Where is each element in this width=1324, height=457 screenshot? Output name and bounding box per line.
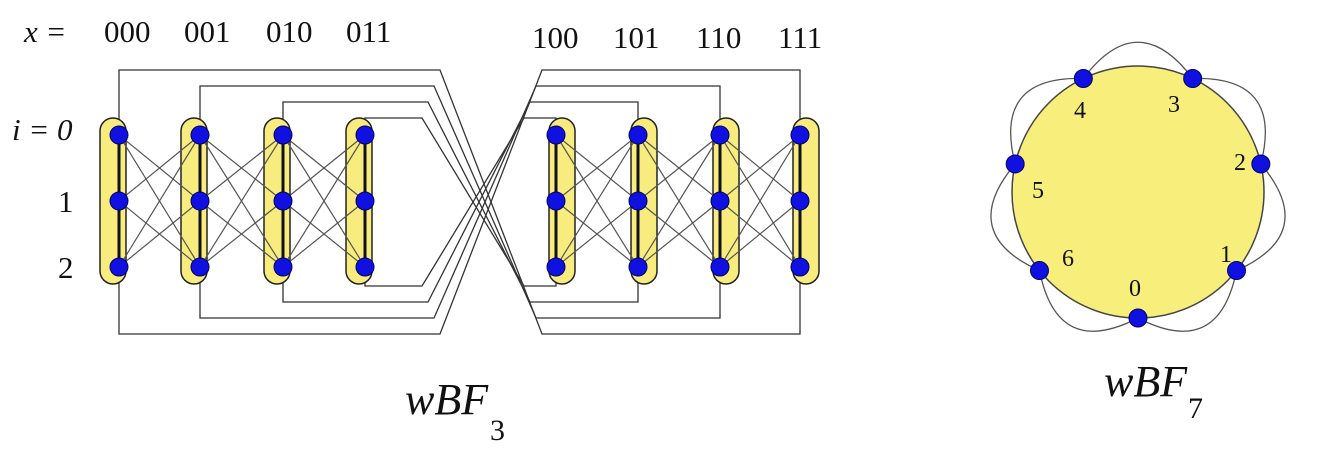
wrap-edge-lower-001 <box>199 85 721 319</box>
node-100-row-1 <box>546 191 566 211</box>
node-101-row-0 <box>628 125 648 145</box>
cross-edge-101-110-21 <box>637 200 721 268</box>
ring-arc-0-1 <box>1137 270 1238 332</box>
column-label-001: 001 <box>184 14 231 49</box>
wrap-edge-upper-011 <box>364 117 557 287</box>
cross-edge-001-010-20 <box>199 134 284 268</box>
butterfly-title-subscript: 3 <box>490 414 505 447</box>
cross-edge-000-001-10 <box>118 134 201 202</box>
ring-label-5: 5 <box>1032 178 1044 204</box>
ring-label-2: 2 <box>1234 150 1246 176</box>
ring-node-5 <box>1005 154 1025 174</box>
node-111-row-0 <box>790 125 810 145</box>
node-110-row-1 <box>710 191 730 211</box>
cross-edges <box>118 134 801 268</box>
cross-edge-110-111-10 <box>719 134 801 202</box>
ring-label-4: 4 <box>1074 98 1086 124</box>
column-label-110: 110 <box>696 20 741 55</box>
node-001-row-2 <box>190 257 210 277</box>
wrapped-butterfly-diagram: x = i = 0 1 2 000 001 010 011 100 101 11… <box>12 14 822 447</box>
row-label-2: 2 <box>58 250 74 285</box>
cross-edge-010-011-21 <box>282 200 366 268</box>
node-100-row-0 <box>546 125 566 145</box>
cross-edge-010-011-20 <box>282 134 366 268</box>
ring-arc-2-3 <box>1192 77 1266 165</box>
ring-label-1: 1 <box>1220 242 1232 268</box>
ring-arc-4-5 <box>1010 77 1084 165</box>
column-label-000: 000 <box>104 14 151 49</box>
butterfly-title: wBF <box>405 375 489 424</box>
ring-node-4 <box>1073 68 1093 88</box>
ring-arc-3-4 <box>1082 41 1194 79</box>
x-label: x = <box>23 14 66 49</box>
node-010-row-0 <box>273 125 293 145</box>
ring-label-6: 6 <box>1062 246 1074 272</box>
node-111-row-2 <box>790 257 810 277</box>
node-101-row-2 <box>628 257 648 277</box>
wrap-edge-upper-010 <box>282 101 639 303</box>
ring-diagram: 0 1 2 3 4 5 6 wBF 7 <box>990 41 1286 425</box>
ring-node-6 <box>1029 261 1049 281</box>
node-010-row-1 <box>273 191 293 211</box>
ring-outer-arcs <box>990 41 1286 332</box>
column-label-111: 111 <box>778 20 822 55</box>
ring-label-3: 3 <box>1168 92 1180 118</box>
cross-edge-001-010-10 <box>199 134 284 202</box>
cross-edge-101-110-10 <box>637 134 721 202</box>
row-label-1: 1 <box>58 184 74 219</box>
ring-label-0: 0 <box>1129 276 1141 302</box>
wrap-around-edges <box>118 69 801 335</box>
node-000-row-2 <box>109 257 129 277</box>
node-001-row-1 <box>190 191 210 211</box>
ring-node-2 <box>1251 154 1271 174</box>
cross-edge-000-001-21 <box>118 200 201 268</box>
node-001-row-0 <box>190 125 210 145</box>
ring-title-subscript: 7 <box>1188 392 1203 425</box>
node-110-row-2 <box>710 257 730 277</box>
cross-edge-110-111-21 <box>719 200 801 268</box>
node-000-row-0 <box>109 125 129 145</box>
node-111-row-1 <box>790 191 810 211</box>
node-011-row-0 <box>355 125 375 145</box>
column-label-100: 100 <box>532 20 579 55</box>
cross-edge-100-101-20 <box>555 134 639 268</box>
column-label-101: 101 <box>613 20 660 55</box>
cross-edge-101-110-20 <box>637 134 721 268</box>
butterfly-nodes <box>109 125 810 277</box>
ring-node-1 <box>1227 261 1247 281</box>
node-011-row-1 <box>355 191 375 211</box>
cross-edge-100-101-21 <box>555 200 639 268</box>
cross-edge-010-011-10 <box>282 134 366 202</box>
wrap-edge-lower-000 <box>118 69 801 335</box>
cross-edge-100-101-10 <box>555 134 639 202</box>
wrap-edge-lower-010 <box>282 101 639 303</box>
ring-arc-6-0 <box>1038 270 1139 332</box>
wrap-edge-lower-011 <box>364 117 557 287</box>
ring-nodes <box>1005 68 1271 328</box>
i-label: i = 0 <box>12 112 73 147</box>
node-000-row-1 <box>109 191 129 211</box>
node-101-row-1 <box>628 191 648 211</box>
node-010-row-2 <box>273 257 293 277</box>
ring-arc-1-2 <box>1236 163 1286 272</box>
node-110-row-0 <box>710 125 730 145</box>
ring-node-0 <box>1128 308 1148 328</box>
column-label-010: 010 <box>266 14 313 49</box>
ring-title: wBF <box>1104 357 1188 406</box>
cross-edge-001-010-21 <box>199 200 284 268</box>
ring-node-3 <box>1183 68 1203 88</box>
column-label-011: 011 <box>346 14 391 49</box>
ring-arc-5-6 <box>990 163 1040 272</box>
cross-edge-110-111-20 <box>719 134 801 268</box>
node-011-row-2 <box>355 257 375 277</box>
cross-edge-000-001-20 <box>118 134 201 268</box>
node-100-row-2 <box>546 257 566 277</box>
wrap-edge-upper-000 <box>118 69 801 335</box>
